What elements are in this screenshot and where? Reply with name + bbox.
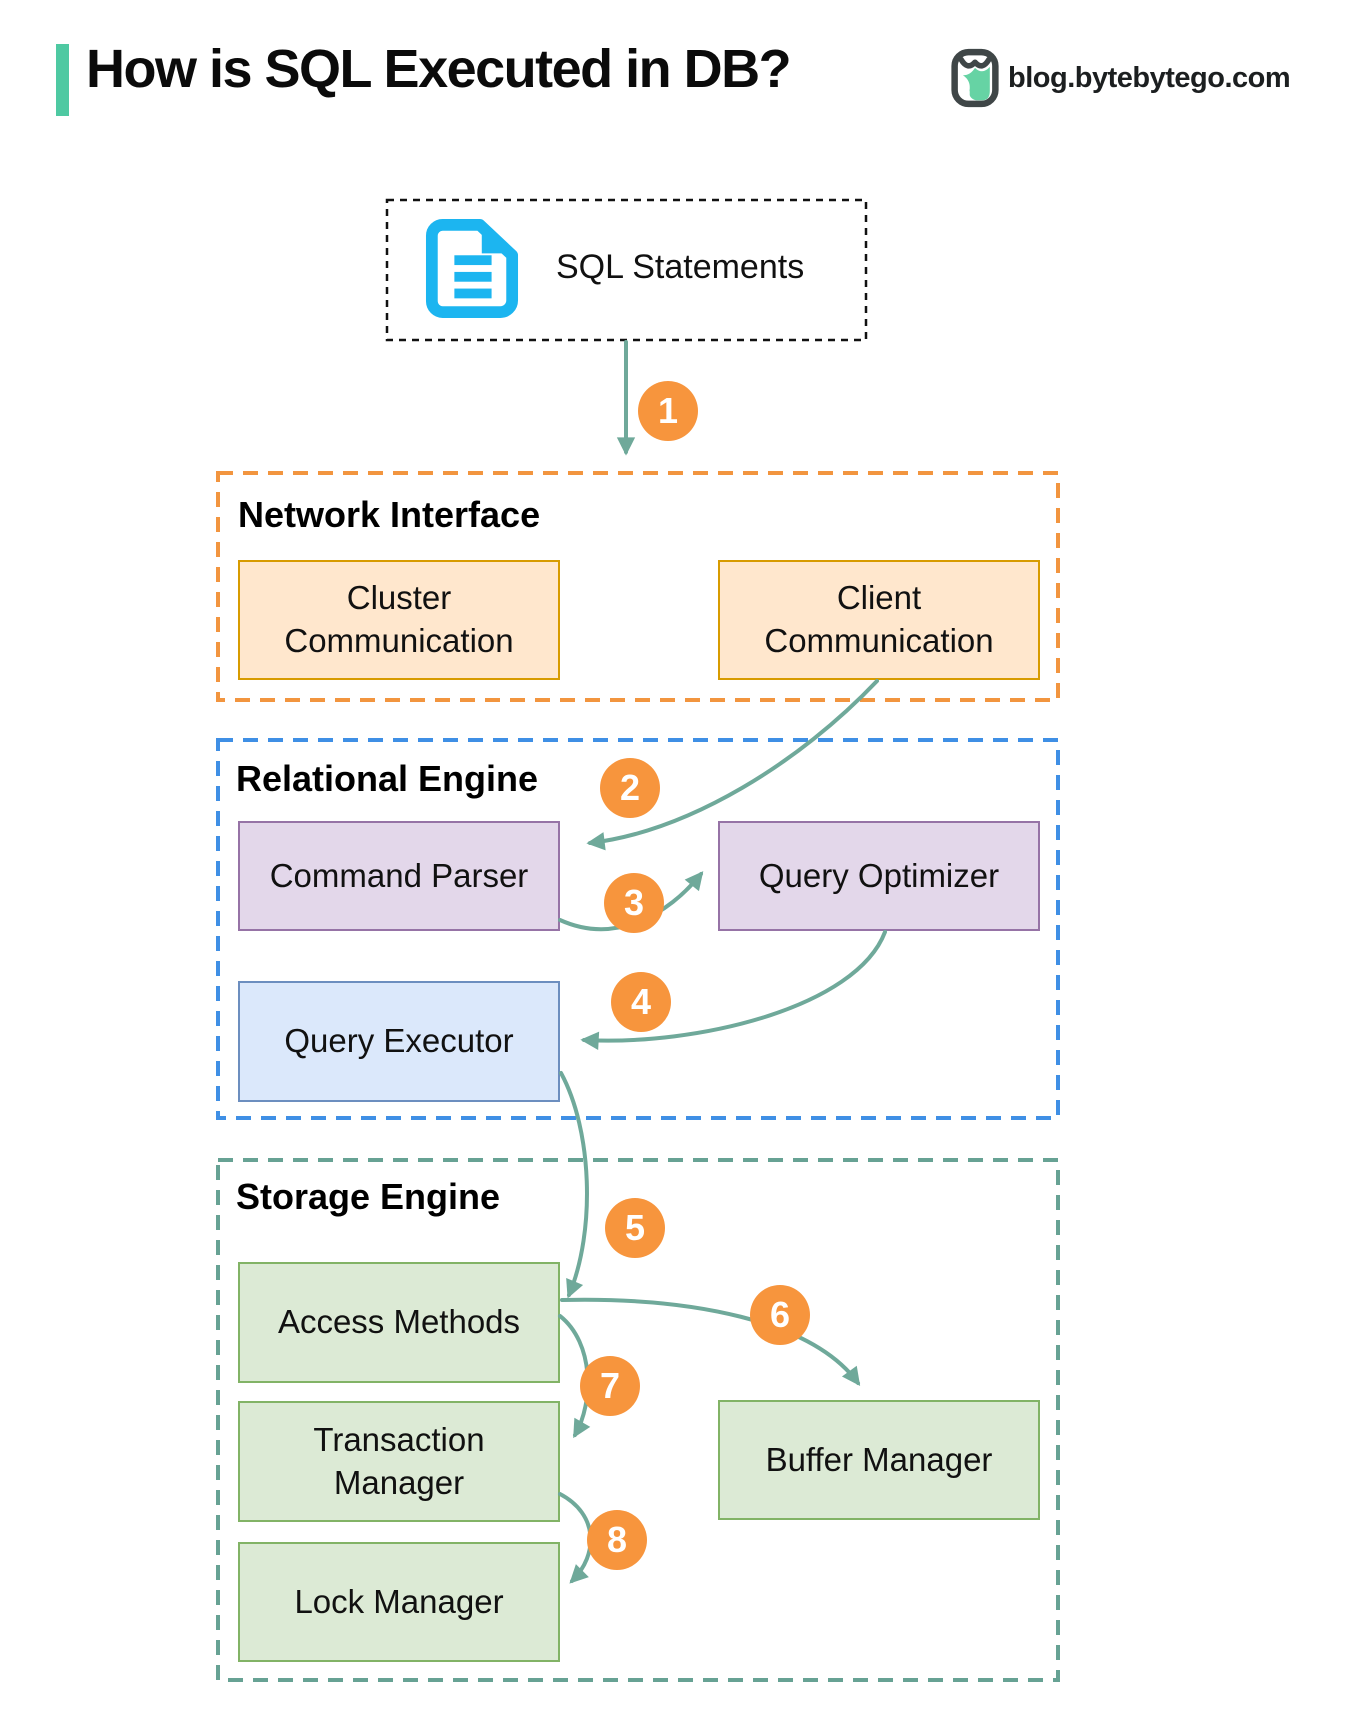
page-title: How is SQL Executed in DB? (86, 39, 792, 99)
storage-engine-label: Storage Engine (236, 1176, 501, 1217)
cluster-communication-box: Cluster Communication (238, 560, 560, 680)
relational-engine-label: Relational Engine (236, 758, 539, 799)
brand: blog.bytebytego.com (950, 46, 1291, 110)
title-accent-bar (56, 44, 69, 116)
access-methods-box: Access Methods (238, 1262, 560, 1383)
step-badge-1: 1 (638, 381, 698, 441)
step-badge-7: 7 (580, 1356, 640, 1416)
command-parser-box: Command Parser (238, 821, 560, 931)
step-badge-8: 8 (587, 1510, 647, 1570)
buffer-manager-box: Buffer Manager (718, 1400, 1040, 1520)
lock-manager-box: Lock Manager (238, 1542, 560, 1662)
step-badge-5: 5 (605, 1198, 665, 1258)
step-badge-3: 3 (604, 873, 664, 933)
arrow-8-transaction-to-lock (558, 1492, 593, 1584)
document-icon (425, 218, 519, 323)
query-optimizer-box: Query Optimizer (718, 821, 1040, 931)
bytebytego-owl-logo-icon (950, 46, 1000, 110)
query-executor-box: Query Executor (238, 981, 560, 1102)
client-communication-box: Client Communication (718, 560, 1040, 680)
transaction-manager-box: Transaction Manager (238, 1401, 560, 1522)
step-badge-2: 2 (600, 758, 660, 818)
sql-statements-label: SQL Statements (556, 248, 805, 286)
brand-url-text: blog.bytebytego.com (1008, 61, 1291, 94)
step-badge-4: 4 (611, 972, 671, 1032)
arrow-5-executor-to-access (559, 1071, 589, 1299)
network-interface-label: Network Interface (238, 494, 541, 535)
step-badge-6: 6 (750, 1285, 810, 1345)
